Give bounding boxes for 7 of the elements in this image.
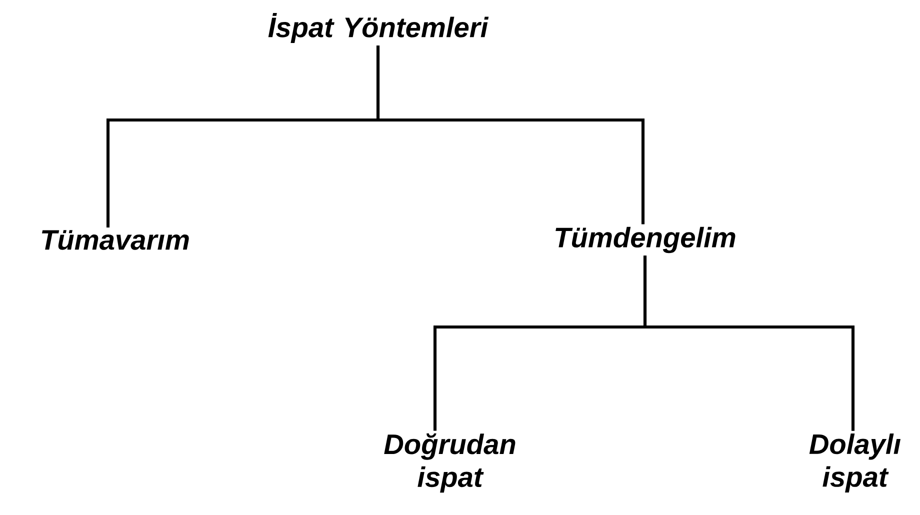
node-label: Dolaylı ispat [809,433,900,492]
node-label: Tümavarım [42,230,189,250]
tree-connector [643,256,855,431]
tree-connector [376,46,645,224]
node-label: Doğrudan ispat [384,433,516,493]
node-label: Tümdengelim [556,226,736,254]
node-label: İspat Yöntemleri [268,13,489,43]
